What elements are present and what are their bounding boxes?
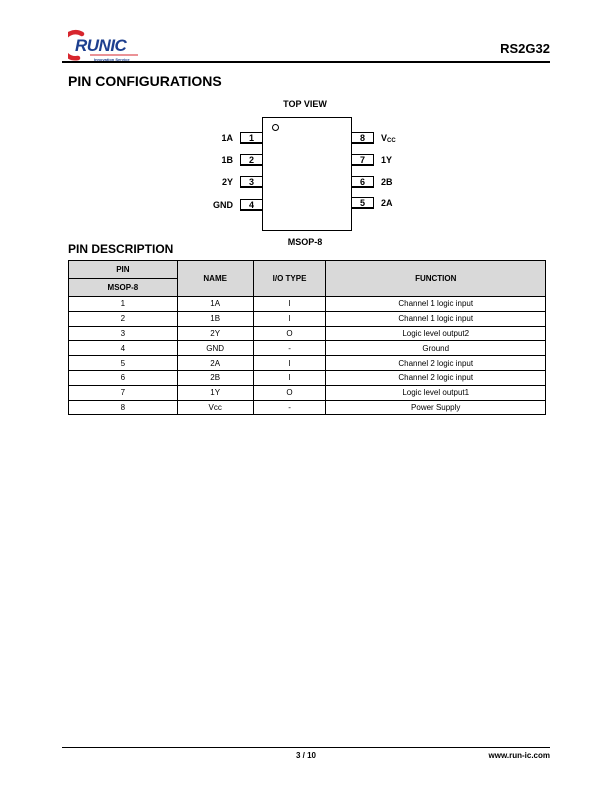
cell-name: 2A xyxy=(176,355,254,371)
pin-box-1: 1 xyxy=(240,132,262,144)
cell-name: Vcc xyxy=(176,399,254,416)
pin-label-8: VCC xyxy=(381,132,396,147)
pin-label-3: 2Y xyxy=(221,177,233,187)
cell-pin: 1 xyxy=(68,296,178,312)
pin-label-8-sub: CC xyxy=(387,138,396,144)
cell-name: 2Y xyxy=(176,325,254,342)
cell-function: Channel 1 logic input xyxy=(325,296,546,312)
top-view-label: TOP VIEW xyxy=(283,99,327,109)
cell-name: 1Y xyxy=(176,384,254,401)
cell-io-type: - xyxy=(252,340,327,357)
cell-pin: 6 xyxy=(68,369,178,386)
cell-pin: 8 xyxy=(68,399,178,416)
cell-pin: 3 xyxy=(68,325,178,342)
cell-name: 1A xyxy=(176,296,254,312)
cell-function: Logic level output1 xyxy=(325,384,546,401)
cell-pin: 5 xyxy=(68,355,178,371)
pin-label-2: 1B xyxy=(221,155,233,165)
header-function: FUNCTION xyxy=(325,260,546,297)
cell-name: GND xyxy=(176,340,254,357)
header-io-type: I/O TYPE xyxy=(252,260,327,297)
runic-logo-mark: RUNIC Innovation Service xyxy=(68,30,138,62)
cell-function: Power Supply xyxy=(325,399,546,416)
pin-box-3: 3 xyxy=(240,176,262,188)
cell-function: Channel 2 logic input xyxy=(325,355,546,371)
cell-function: Channel 1 logic input xyxy=(325,310,546,327)
cell-io-type: I xyxy=(252,355,327,371)
pin-label-5: 2A xyxy=(381,198,393,208)
cell-name: 2B xyxy=(176,369,254,386)
pin-label-1: 1A xyxy=(221,133,233,143)
header-pin: PIN xyxy=(68,260,178,279)
pin-box-6: 6 xyxy=(352,176,374,188)
pin-label-6: 2B xyxy=(381,177,393,187)
pin-label-7: 1Y xyxy=(381,155,393,165)
ic-package-body xyxy=(262,117,352,231)
cell-io-type: - xyxy=(252,399,327,416)
cell-io-type: O xyxy=(252,384,327,401)
cell-name: 1B xyxy=(176,310,254,327)
cell-function: Ground xyxy=(325,340,546,357)
cell-pin: 7 xyxy=(68,384,178,401)
pin1-marker xyxy=(272,124,279,131)
pin-config-title: PIN CONFIGURATIONS xyxy=(68,73,222,89)
package-label: MSOP-8 xyxy=(287,237,323,247)
cell-io-type: I xyxy=(252,296,327,312)
cell-pin: 4 xyxy=(68,340,178,357)
page-number: 3 / 10 xyxy=(295,751,316,760)
footer-divider xyxy=(62,747,550,748)
pin-box-4: 4 xyxy=(240,199,262,211)
pin-box-8: 8 xyxy=(352,132,374,144)
logo-text: RUNIC xyxy=(75,36,128,55)
company-logo: RUNIC Innovation Service xyxy=(68,29,140,63)
website-url[interactable]: www.run-ic.com xyxy=(488,751,551,760)
pin-box-7: 7 xyxy=(352,154,374,166)
pin-desc-title: PIN DESCRIPTION xyxy=(68,242,174,256)
cell-pin: 2 xyxy=(68,310,178,327)
header-package: MSOP-8 xyxy=(68,278,178,297)
cell-io-type: I xyxy=(252,369,327,386)
cell-io-type: I xyxy=(252,310,327,327)
header-name: NAME xyxy=(176,260,254,297)
cell-io-type: O xyxy=(252,325,327,342)
pin-label-4: GND xyxy=(213,200,233,210)
header-divider xyxy=(62,61,550,63)
logo-tagline: Innovation Service xyxy=(94,57,130,62)
cell-function: Channel 2 logic input xyxy=(325,369,546,386)
document-id: RS2G32 xyxy=(500,41,550,56)
pin-box-5: 5 xyxy=(352,197,374,209)
pin-box-2: 2 xyxy=(240,154,262,166)
cell-function: Logic level output2 xyxy=(325,325,546,342)
pin-label-8-main: V xyxy=(381,133,388,143)
